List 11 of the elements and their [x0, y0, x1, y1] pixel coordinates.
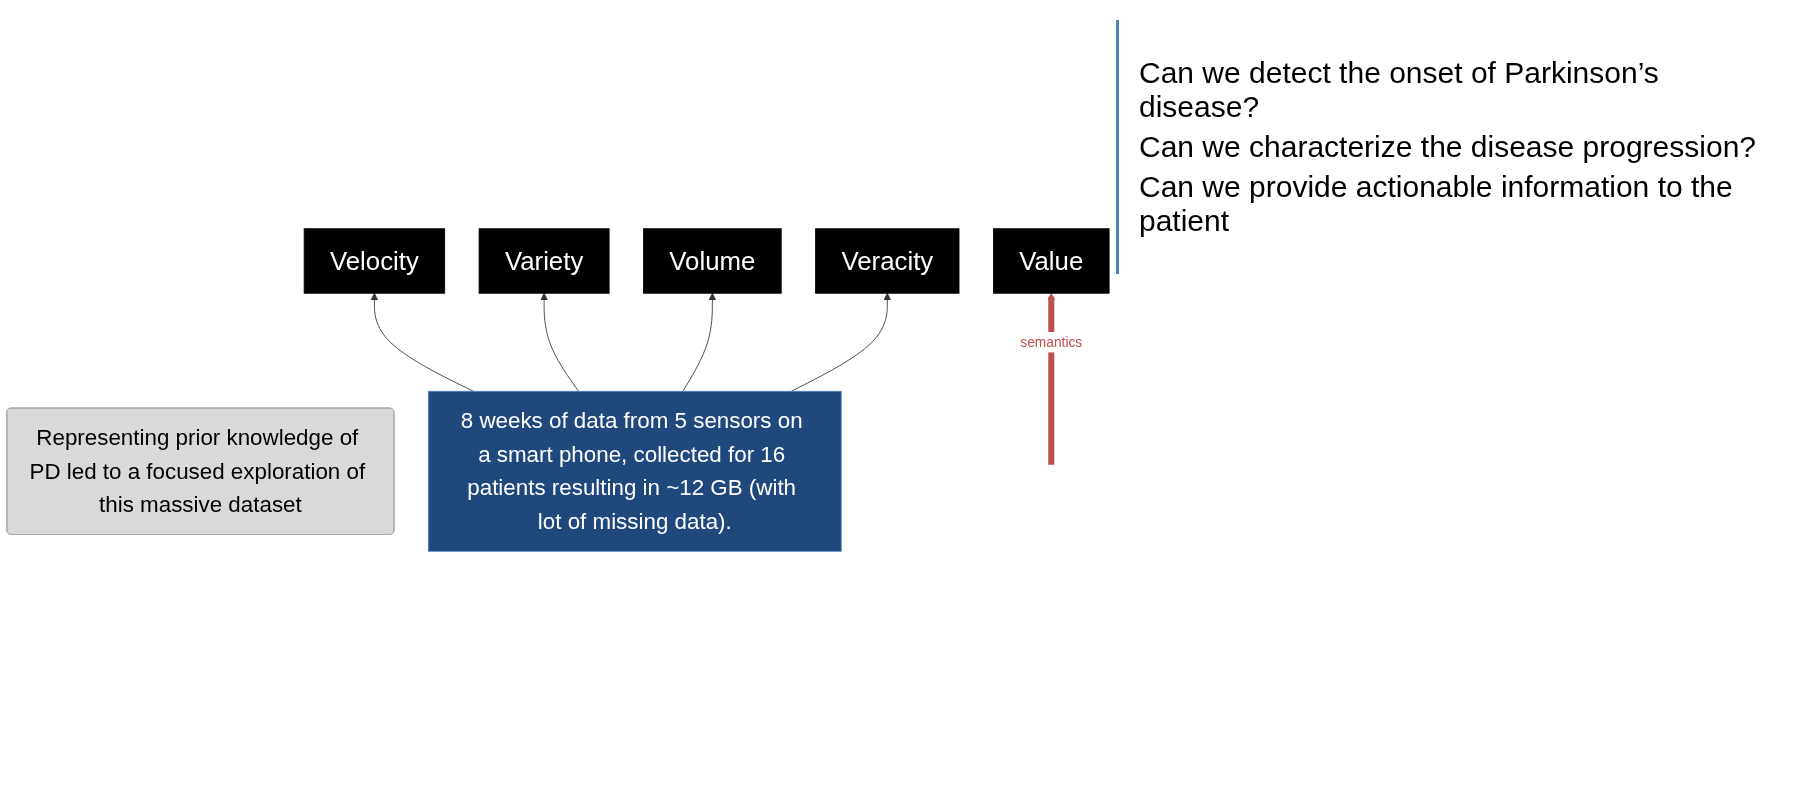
question-text: Can we characterize the disease progression?	[1139, 130, 1757, 164]
node-box: Variety	[478, 228, 610, 294]
node-box: Velocity	[303, 228, 446, 294]
node-box: Volume	[643, 228, 782, 294]
edge-label: semantics	[1020, 334, 1083, 350]
arrow	[1047, 292, 1056, 465]
node-box: 8 weeks of data from 5 sensors on a smart phone, collected for 16 patients resulting in ~12 GB (with lot of missing data).	[427, 390, 842, 552]
question-text: Can we detect the onset of Parkinson’s disease?	[1139, 56, 1660, 124]
question-text: Can we provide actionable information to the patient	[1139, 170, 1734, 238]
node-box: Veracity	[815, 228, 960, 294]
node-box: Value	[993, 228, 1110, 294]
